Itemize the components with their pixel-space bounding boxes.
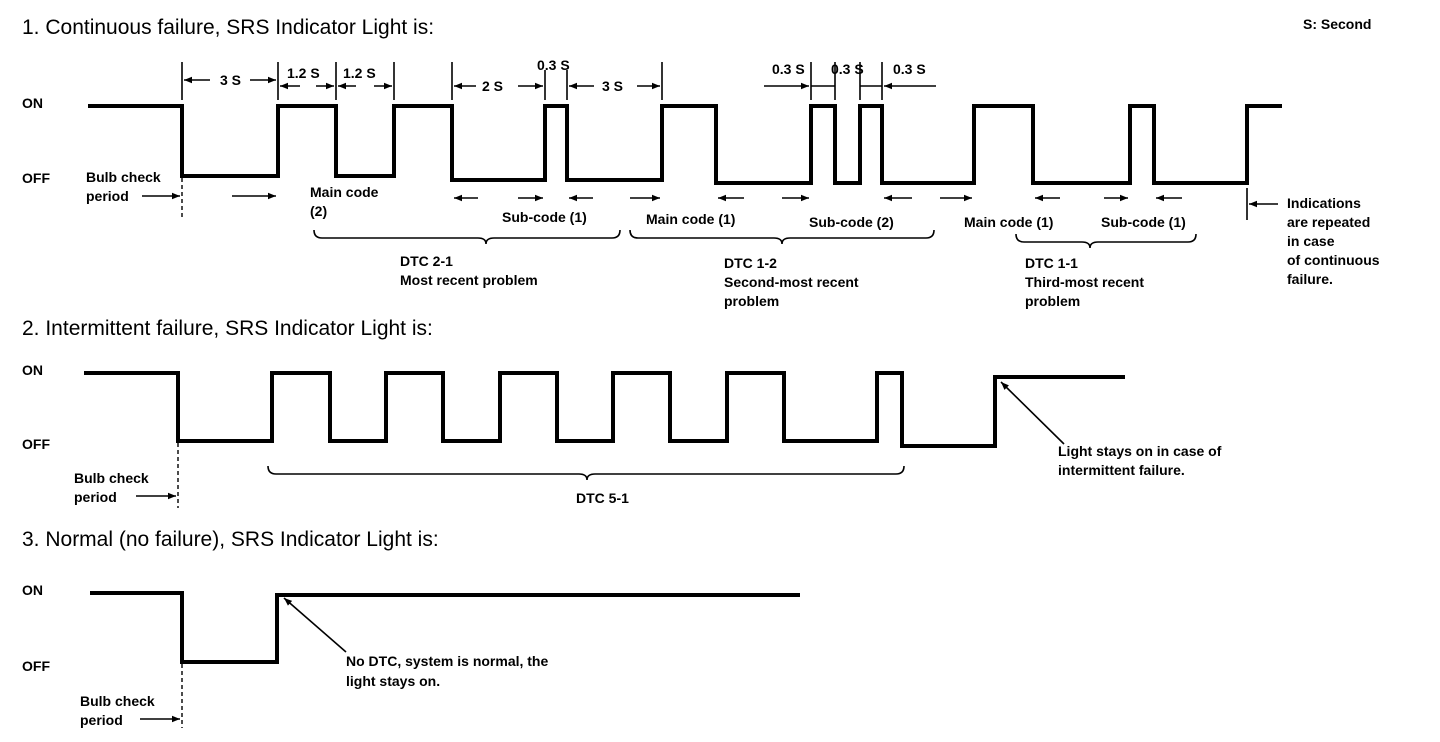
sub-code-1-label-a: Sub-code (1) [502,209,587,225]
sub-code-1-label-b: Sub-code (1) [1101,214,1186,230]
repeat-note-4: of continuous [1287,252,1380,268]
bulb-check-label-3a: Bulb check [80,693,155,709]
brace-dtc-5-1 [267,465,905,481]
section-continuous-failure: 1. Continuous failure, SRS Indicator Lig… [22,16,1380,309]
bulb-check-label-3b: period [80,712,123,728]
timing-1-2s-b: 1.2 S [343,65,376,81]
normal-note-1: No DTC, system is normal, the [346,653,548,669]
section-2-heading: 2. Intermittent failure, SRS Indicator L… [22,317,433,340]
normal-note-arrow [283,597,347,653]
on-label-2: ON [22,362,43,378]
timing-0-3s-a: 0.3 S [537,57,570,73]
off-label: OFF [22,170,50,186]
brace-dtc-1-2 [629,229,935,245]
repeat-note-2: are repeated [1287,214,1370,230]
dtc-1-2-label: DTC 1-2 [724,255,777,271]
dtc-1-2-desc: Second-most recent [724,274,859,290]
main-code-1-label-b: Main code (1) [964,214,1053,230]
dtc-5-1-label: DTC 5-1 [576,490,629,506]
main-code-1-label-a: Main code (1) [646,211,735,227]
timing-3s-b: 3 S [602,78,623,94]
timing-0-3s-b: 0.3 S [772,61,805,77]
main-code-2-label: Main code [310,184,379,200]
brace-dtc-1-1 [1015,233,1197,249]
dtc-2-1-desc: Most recent problem [400,272,538,288]
continuous-failure-waveform [88,104,1282,185]
brace-dtc-2-1 [313,229,621,245]
section-intermittent-failure: 2. Intermittent failure, SRS Indicator L… [22,317,1222,508]
bulb-check-label-2b: period [74,489,117,505]
off-label-3: OFF [22,658,50,674]
dtc-2-1-label: DTC 2-1 [400,253,453,269]
repeat-note-1: Indications [1287,195,1361,211]
dtc-1-1-label: DTC 1-1 [1025,255,1078,271]
stays-on-note-1: Light stays on in case of [1058,443,1222,459]
repeat-note-3: in case [1287,233,1335,249]
timing-arrows [184,76,936,90]
main-code-2-value: (2) [310,203,327,219]
on-label-3: ON [22,582,43,598]
on-label: ON [22,95,43,111]
sub-code-2-label: Sub-code (2) [809,214,894,230]
normal-waveform [90,591,800,664]
bulb-check-label-2: period [86,188,129,204]
timing-0-3s-c: 0.3 S [831,61,864,77]
normal-note-2: light stays on. [346,673,440,689]
dtc-1-1-desc: Third-most recent [1025,274,1144,290]
stays-on-note-2: intermittent failure. [1058,462,1185,478]
timing-3s-a: 3 S [220,72,241,88]
unit-note: S: Second [1303,16,1371,32]
stays-on-arrow [1000,381,1065,445]
timing-0-3s-d: 0.3 S [893,61,926,77]
repeat-note-5: failure. [1287,271,1333,287]
timing-2s: 2 S [482,78,503,94]
section-normal: 3. Normal (no failure), SRS Indicator Li… [22,528,800,728]
dtc-1-1-desc-2: problem [1025,293,1080,309]
timing-1-2s-a: 1.2 S [287,65,320,81]
section-3-heading: 3. Normal (no failure), SRS Indicator Li… [22,528,439,551]
bulb-check-label-2a: Bulb check [74,470,149,486]
intermittent-failure-waveform [84,371,1125,448]
section-1-heading: 1. Continuous failure, SRS Indicator Lig… [22,16,434,39]
bulb-check-label: Bulb check [86,169,161,185]
timing-ticks [181,62,883,100]
off-label-2: OFF [22,436,50,452]
code-segment-arrows [232,188,1278,220]
dtc-1-2-desc-2: problem [724,293,779,309]
